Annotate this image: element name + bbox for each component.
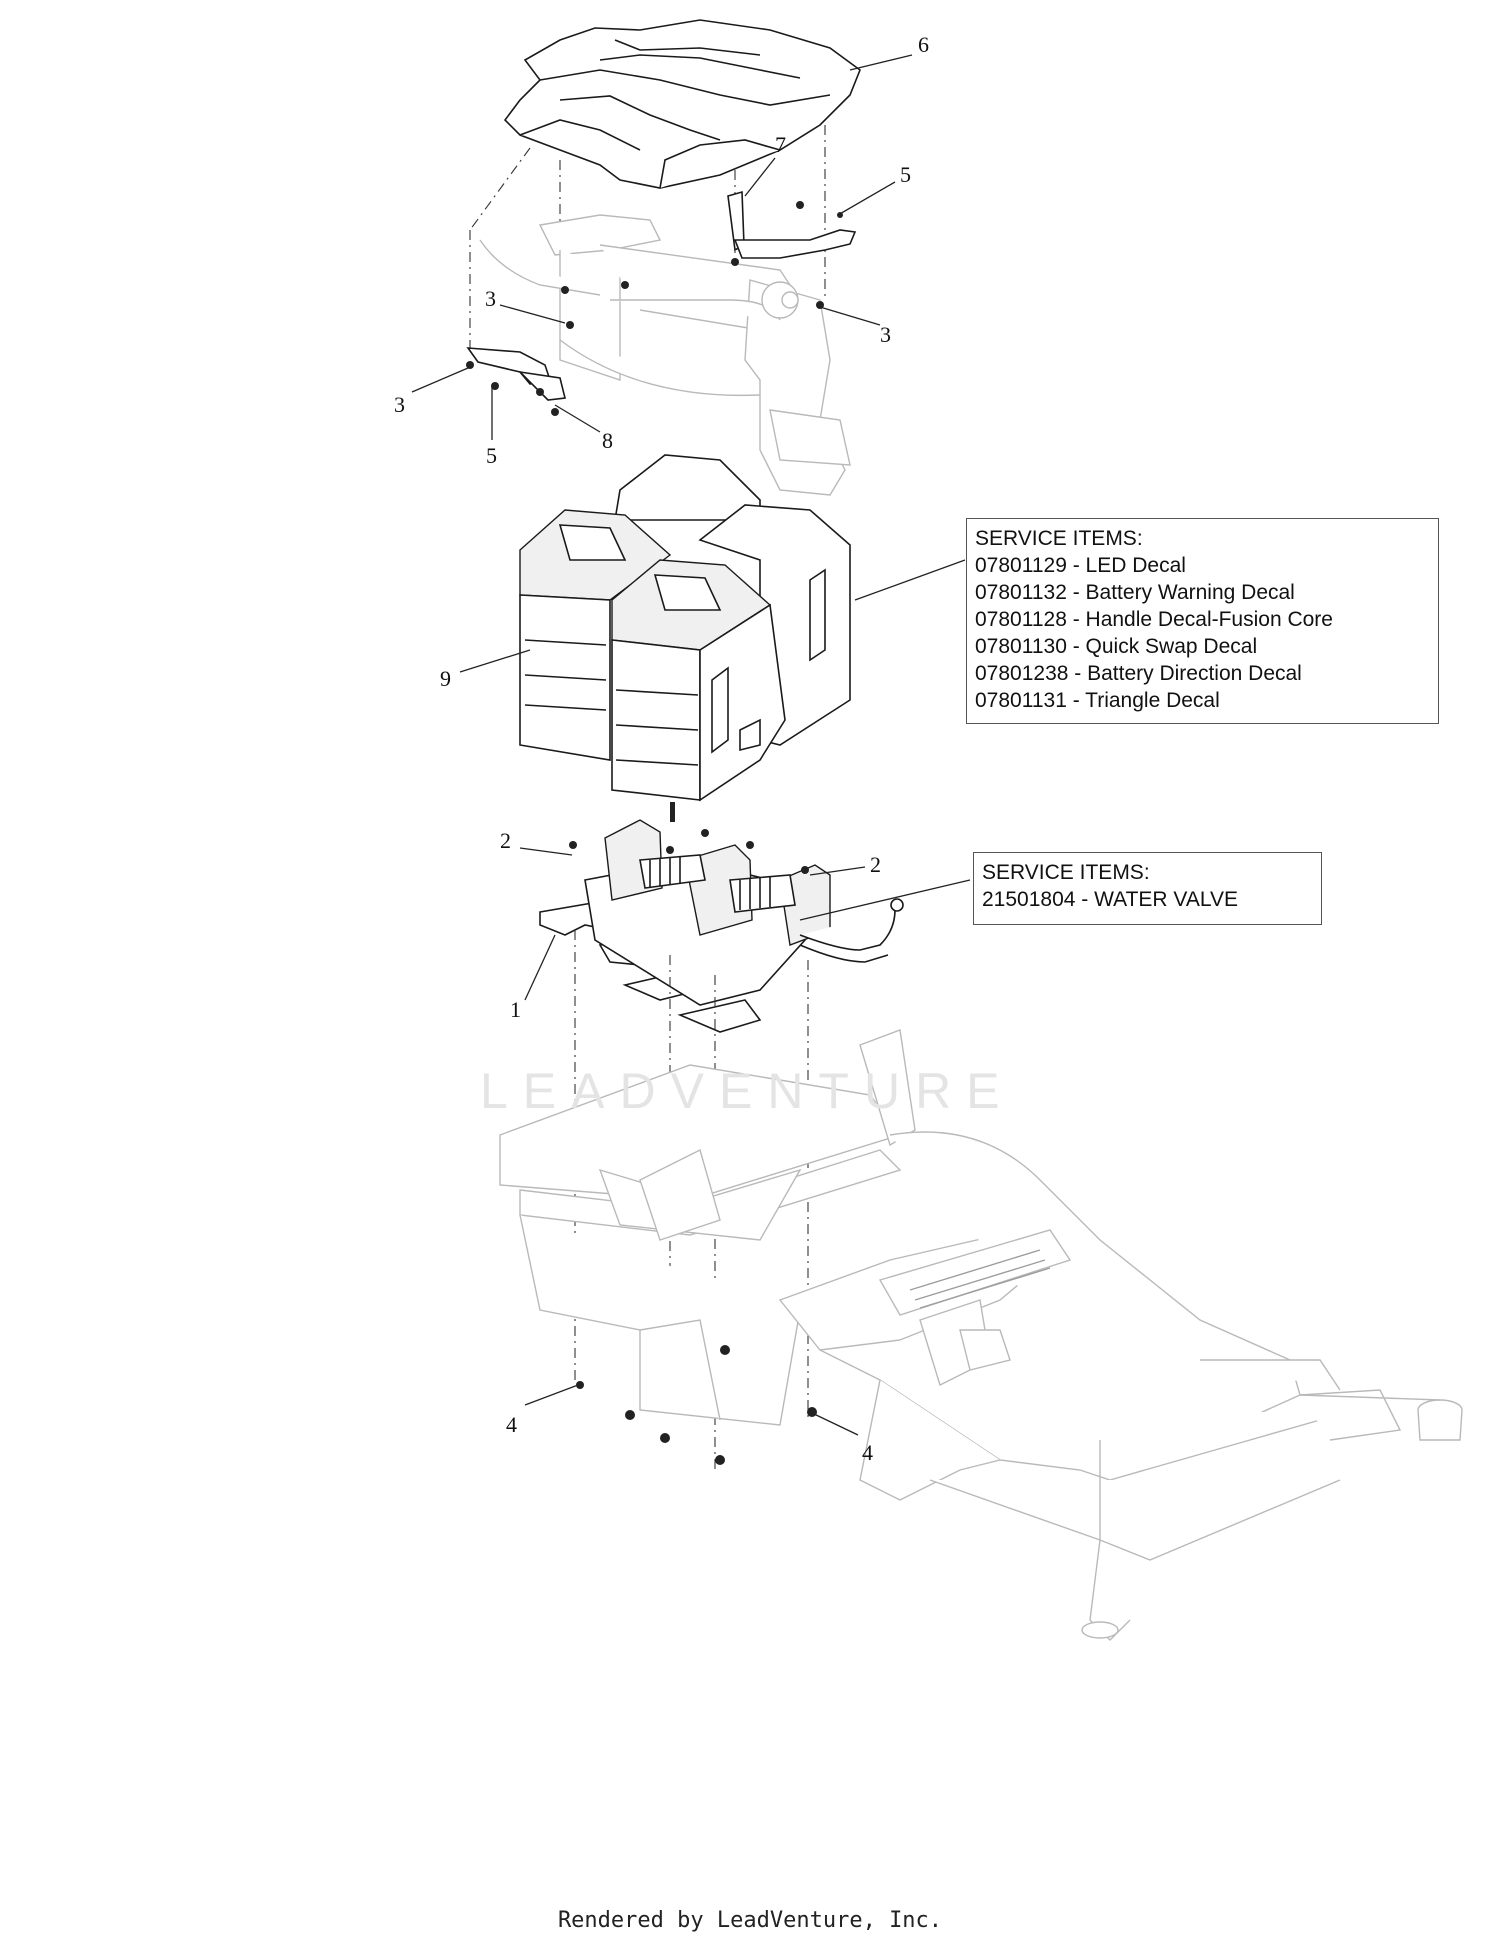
battery-bolt <box>670 802 675 822</box>
top-cover-part-6 <box>503 19 861 189</box>
service-items-box-battery: SERVICE ITEMS: 07801129 - LED Decal 0780… <box>966 518 1439 724</box>
callout-8: 8 <box>602 428 613 453</box>
callout-5-lower: 5 <box>486 443 497 468</box>
service-items-heading: SERVICE ITEMS: <box>975 527 1143 550</box>
service-item: 07801129 - LED Decal <box>975 554 1186 577</box>
service-item: 07801130 - Quick Swap Decal <box>975 635 1258 658</box>
footer-credit: Rendered by LeadVenture, Inc. <box>557 1908 943 1933</box>
fasteners-tray <box>569 829 809 874</box>
callout-2-left: 2 <box>500 828 511 853</box>
callout-3-left: 3 <box>485 286 496 311</box>
watermark: LEADVENTURE <box>480 1063 1015 1119</box>
battery-pack-part-9 <box>519 454 851 802</box>
service-items-heading: SERVICE ITEMS: <box>982 861 1150 884</box>
callout-1: 1 <box>510 997 521 1022</box>
leader-lines <box>411 54 971 1436</box>
callout-9: 9 <box>440 666 451 691</box>
battery-tray-part-1 <box>539 819 904 1033</box>
callout-4-right: 4 <box>862 1440 873 1465</box>
service-items-box-tray: SERVICE ITEMS: 21501804 - WATER VALVE <box>973 852 1322 925</box>
service-item: 07801131 - Triangle Decal <box>975 689 1220 712</box>
callout-3-right: 3 <box>880 322 891 347</box>
callout-numbers: 6 7 5 3 3 3 5 8 9 2 2 1 4 4 <box>394 32 929 1465</box>
callout-6: 6 <box>918 32 929 57</box>
handle-bracket-assembly <box>479 214 851 496</box>
service-item: 07801132 - Battery Warning Decal <box>975 581 1295 604</box>
bracket-part-7 <box>727 190 857 259</box>
chassis-frame <box>499 1029 1463 1641</box>
callout-5-upper: 5 <box>900 162 911 187</box>
service-item: 07801238 - Battery Direction Decal <box>975 662 1302 685</box>
bracket-part-8 <box>466 347 566 401</box>
service-item: 21501804 - WATER VALVE <box>982 888 1239 911</box>
callout-3-lower: 3 <box>394 392 405 417</box>
callout-7: 7 <box>775 132 786 157</box>
callout-2-right: 2 <box>870 852 881 877</box>
callout-4-left: 4 <box>506 1412 517 1437</box>
service-item: 07801128 - Handle Decal-Fusion Core <box>975 608 1333 631</box>
